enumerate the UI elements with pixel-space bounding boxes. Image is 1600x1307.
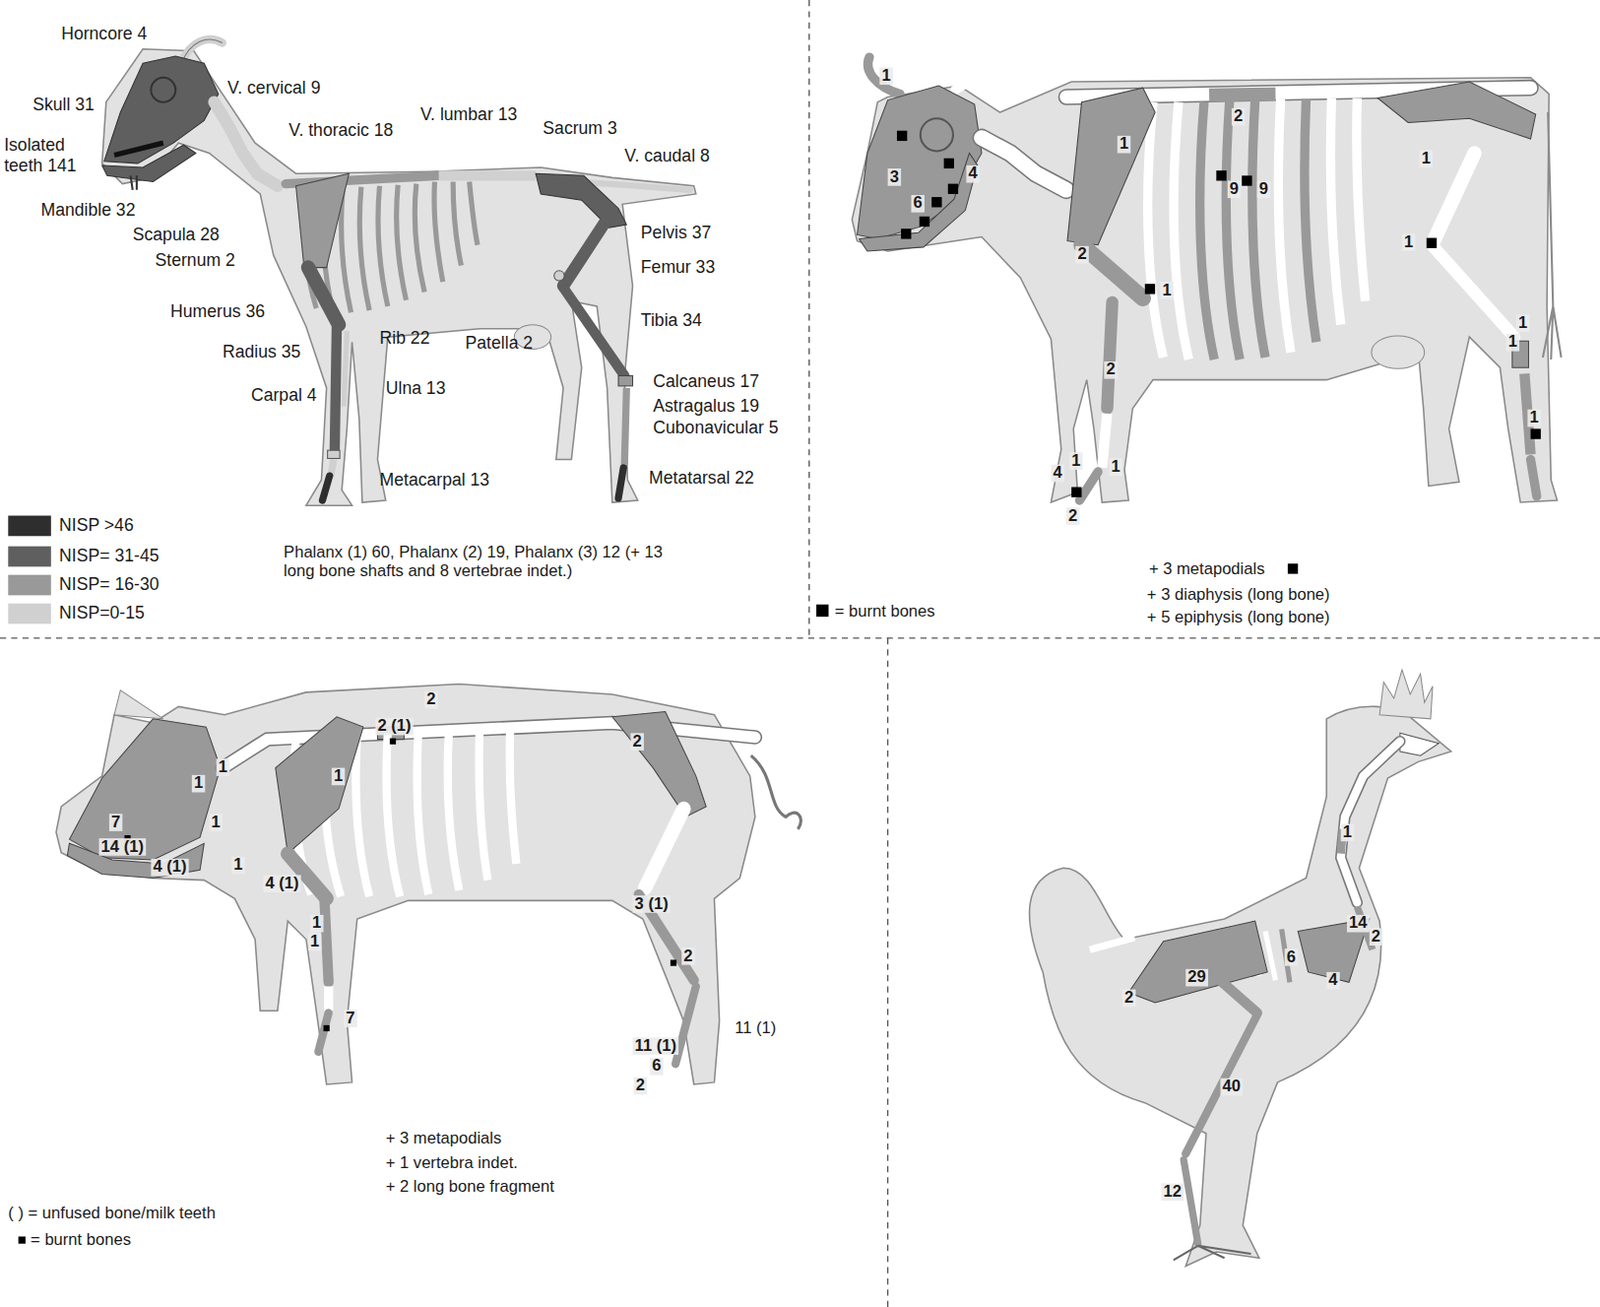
part-label: Carpal 4 (251, 385, 318, 406)
part-label: V. caudal 8 (624, 145, 710, 166)
part-label: Mandible 32 (40, 199, 135, 220)
part-label: Calcaneus 17 (652, 371, 760, 391)
callout-number: 4 (965, 165, 979, 183)
callout-number: 29 (1185, 968, 1209, 986)
legend-text: NISP >46 (59, 515, 134, 536)
part-label: Isolated teeth 141 (3, 135, 98, 177)
part-label: Sternum 2 (155, 250, 236, 270)
part-label: + 5 epiphysis (long bone) (1147, 608, 1331, 628)
callout-number: 9 (1227, 180, 1241, 197)
callout-number: 40 (1219, 1078, 1243, 1095)
pig (18, 684, 802, 1244)
callout-number: 2 (1231, 108, 1245, 126)
callout-number: 1 (1419, 149, 1433, 167)
part-label: Femur 33 (640, 256, 715, 277)
part-label: Cubonavicular 5 (652, 417, 778, 438)
chicken (1029, 669, 1452, 1266)
legend-text: NISP= 31-45 (59, 546, 159, 567)
legend-swatch (7, 603, 52, 625)
callout-number: 1 (331, 768, 345, 785)
part-label: ( ) = unfused bone/milk teeth (7, 1203, 216, 1222)
callout-number: 7 (109, 813, 123, 831)
cow (816, 57, 1562, 617)
callout-number: 2 (634, 1077, 647, 1094)
callout-number: 4 (1326, 971, 1340, 989)
callout-number: 1 (208, 813, 222, 831)
callout-number: 7 (343, 1009, 357, 1026)
callout-number: 1 (1527, 409, 1540, 427)
callout-number: 1 (1402, 233, 1415, 251)
part-label: + 2 long bone fragment (385, 1176, 555, 1196)
legend-text: NISP=0-15 (59, 603, 145, 624)
callout-number: 6 (1284, 948, 1298, 965)
callout-number: 6 (649, 1057, 663, 1075)
callout-number: 1 (1117, 135, 1131, 153)
part-label: Astragalus 19 (652, 395, 760, 416)
callout-number: 2 (1) (375, 717, 413, 735)
callout-number: 3 (1) (633, 895, 671, 912)
callout-number: 2 (630, 732, 643, 750)
callout-number: 14 (1346, 914, 1370, 932)
part-label: Ulna 13 (385, 379, 447, 399)
callout-number: 1 (1341, 824, 1354, 841)
legend-swatch (7, 515, 52, 537)
callout-number: 12 (1160, 1183, 1184, 1201)
callout-number: 1 (1159, 281, 1173, 299)
part-label: + 3 diaphysis (long bone) (1147, 584, 1331, 604)
callout-number: 1 (216, 758, 230, 775)
callout-number: 2 (1066, 507, 1080, 524)
callout-number: 1 (1516, 314, 1530, 331)
part-label: + 1 vertebra indet. (385, 1152, 518, 1172)
callout-number: 4 (1) (262, 874, 301, 892)
legend-swatch (7, 546, 52, 568)
part-label: Rib 22 (380, 328, 431, 349)
part-label: + 3 metapodials (1149, 559, 1266, 578)
callout-number: 14 (1) (99, 837, 146, 855)
callout-number: 2 (424, 691, 438, 708)
callout-number: 2 (681, 947, 695, 964)
callout-number: 1 (308, 933, 321, 951)
legend-swatch (7, 575, 52, 596)
part-label: Horncore 4 (61, 24, 147, 45)
part-label: Humerus 36 (170, 302, 265, 322)
part-label: V. cervical 9 (227, 78, 320, 99)
callout-number: 9 (1257, 180, 1271, 197)
callout-number: 3 (888, 168, 901, 186)
part-label: Radius 35 (222, 341, 301, 362)
part-label: Metacarpal 13 (380, 470, 491, 491)
part-label: Sacrum 3 (542, 118, 617, 138)
callout-number: 6 (910, 194, 924, 212)
part-label: Pelvis 37 (640, 222, 711, 243)
part-label: Metatarsal 22 (648, 468, 755, 489)
part-label: Patella 2 (465, 332, 534, 353)
part-label: 11 (1) (734, 1019, 776, 1038)
part-label: V. lumbar 13 (420, 105, 517, 126)
callout-number: 1 (879, 66, 893, 84)
callout-number: 2 (1075, 246, 1088, 263)
callout-number: 1 (1109, 457, 1123, 475)
legend-text: = burnt bones (834, 602, 936, 622)
goat (102, 39, 697, 506)
callout-number: 1 (310, 914, 323, 932)
part-label: V. thoracic 18 (288, 120, 393, 140)
part-label: Scapula 28 (132, 224, 220, 245)
callout-number: 1 (1506, 333, 1520, 351)
callout-number: 4 (1) (150, 858, 189, 876)
part-label: + 3 metapodials (385, 1129, 503, 1149)
callout-number: 1 (1069, 451, 1083, 469)
legend-text: NISP= 16-30 (59, 575, 159, 595)
part-label: Skull 31 (32, 94, 95, 115)
legend-text: = burnt bones (30, 1229, 131, 1249)
callout-number: 2 (1369, 927, 1383, 945)
callout-number: 1 (192, 774, 205, 792)
callout-number: 4 (1050, 464, 1064, 482)
callout-number: 2 (1103, 361, 1117, 379)
part-label: Tibia 34 (640, 310, 703, 330)
callout-number: 1 (231, 856, 245, 874)
part-label: Phalanx (1) 60, Phalanx (2) 19, Phalanx … (283, 543, 698, 581)
callout-number: 11 (1) (633, 1036, 680, 1054)
callout-number: 2 (1122, 989, 1136, 1007)
